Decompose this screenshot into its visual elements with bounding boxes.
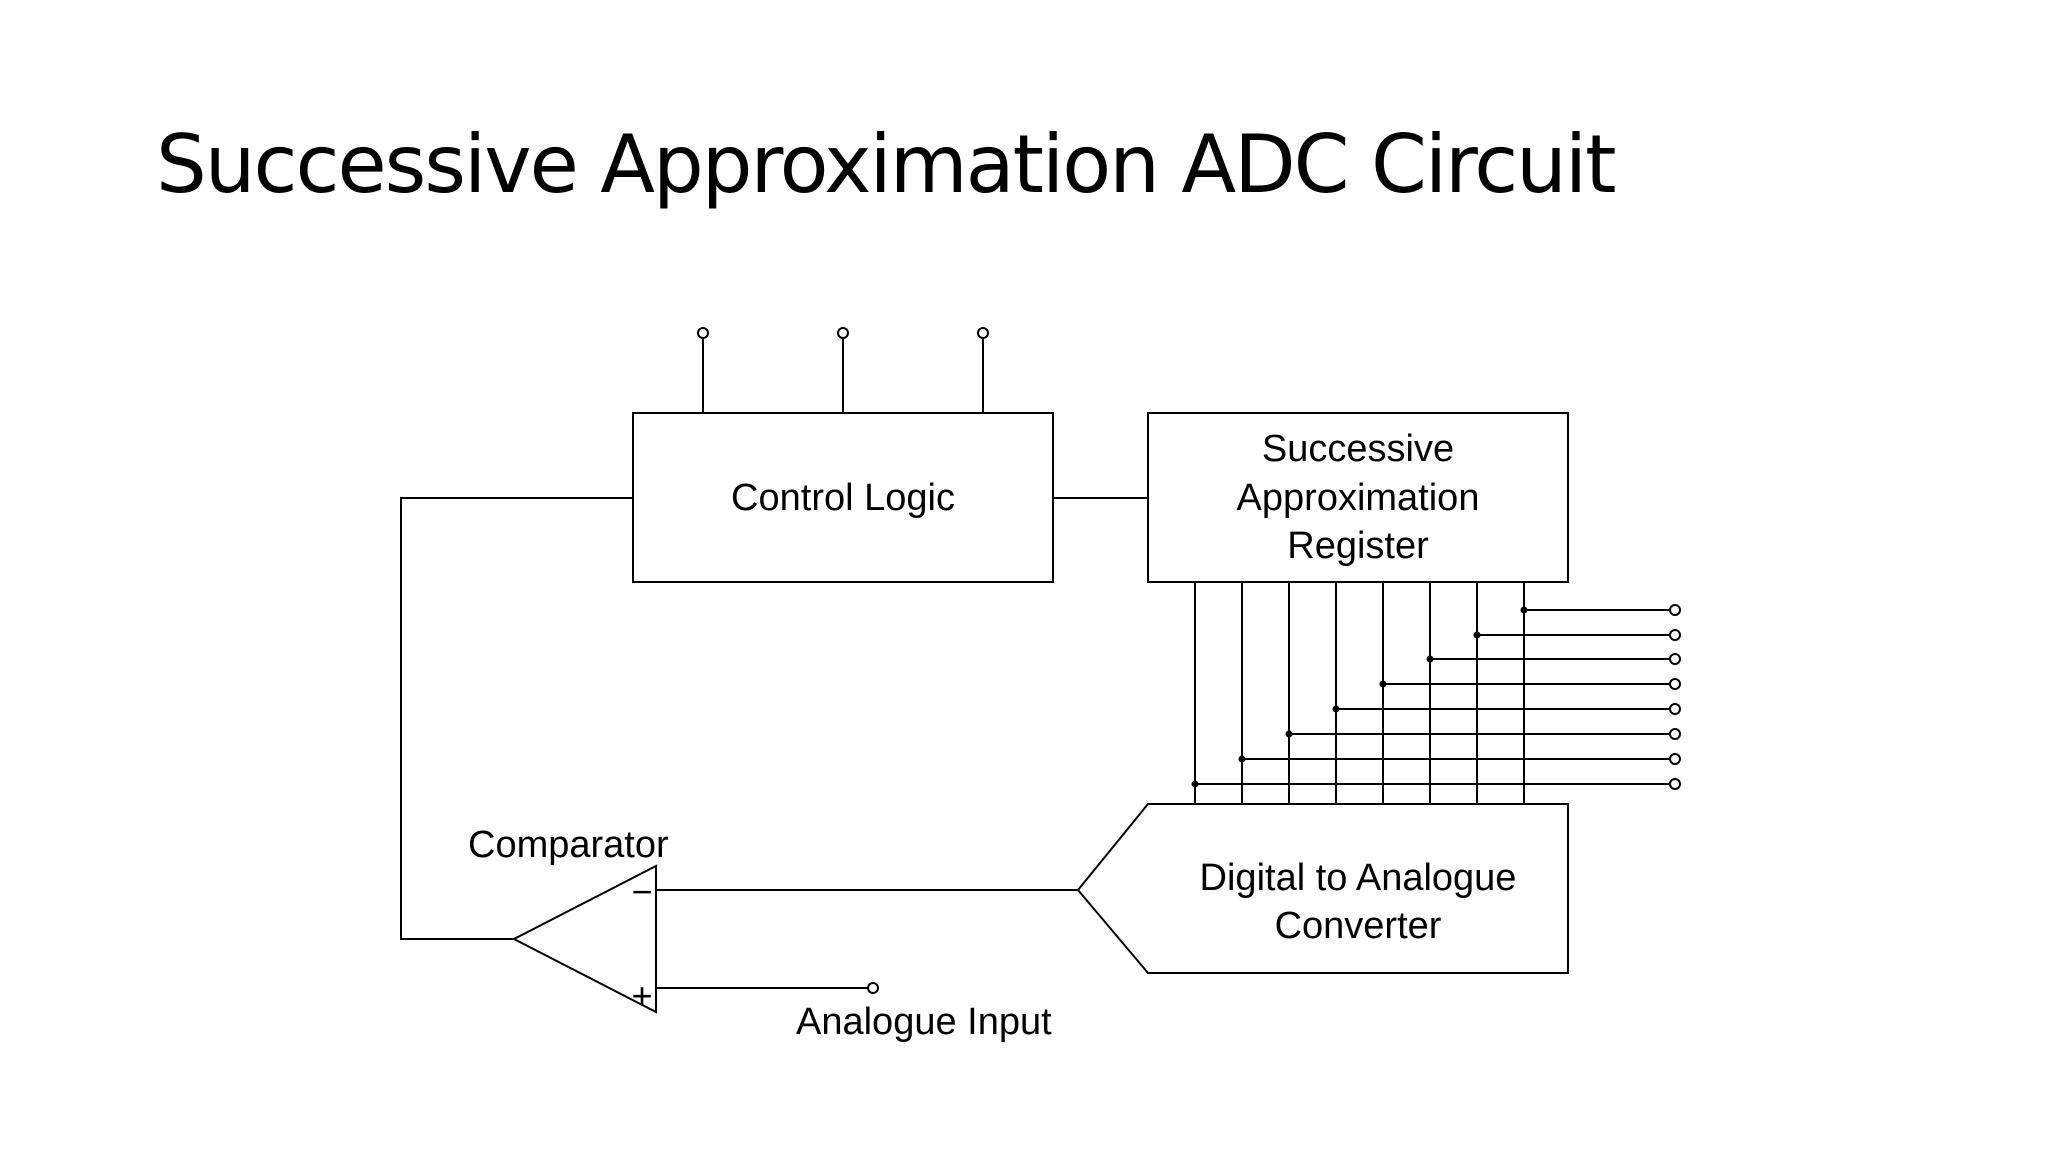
- bus-junctions: [1191, 606, 1528, 788]
- sar-label-line-2: Approximation: [1237, 477, 1480, 519]
- control-output-terminal: [977, 327, 989, 339]
- feedback-wire: [400, 497, 633, 940]
- analogue-input-label: Analogue Input: [796, 1001, 1052, 1043]
- comparator-label: Comparator: [468, 824, 669, 866]
- digital-output-terminal: [1669, 604, 1681, 616]
- analogue-input-terminal: [867, 982, 879, 994]
- data-bus: [1194, 582, 1681, 804]
- comparator-minus-sign: −: [631, 871, 652, 912]
- comparator-symbol: [511, 864, 657, 1014]
- comparator-plus-sign: +: [631, 975, 652, 1016]
- control-output-terminal: [697, 327, 709, 339]
- dac-block: [1076, 803, 1569, 974]
- digital-output-terminal: [1669, 629, 1681, 641]
- digital-output-terminal: [1669, 678, 1681, 690]
- control-output-terminal: [837, 327, 849, 339]
- digital-output-terminal: [1669, 653, 1681, 665]
- digital-output-terminal: [1669, 728, 1681, 740]
- sar-label-line-3: Register: [1287, 525, 1429, 567]
- dac-label-line-2: Converter: [1275, 905, 1442, 947]
- dac-label-line-1: Digital to Analogue: [1200, 857, 1517, 899]
- slide-title: Successive Approximation ADC Circuit: [156, 118, 1616, 211]
- digital-output-terminal: [1669, 753, 1681, 765]
- sar-label-line-1: Successive: [1262, 428, 1454, 470]
- control-logic-label: Control Logic: [731, 477, 955, 519]
- control-logic-outputs: [697, 327, 989, 413]
- digital-output-terminal: [1669, 778, 1681, 790]
- digital-output-terminal: [1669, 703, 1681, 715]
